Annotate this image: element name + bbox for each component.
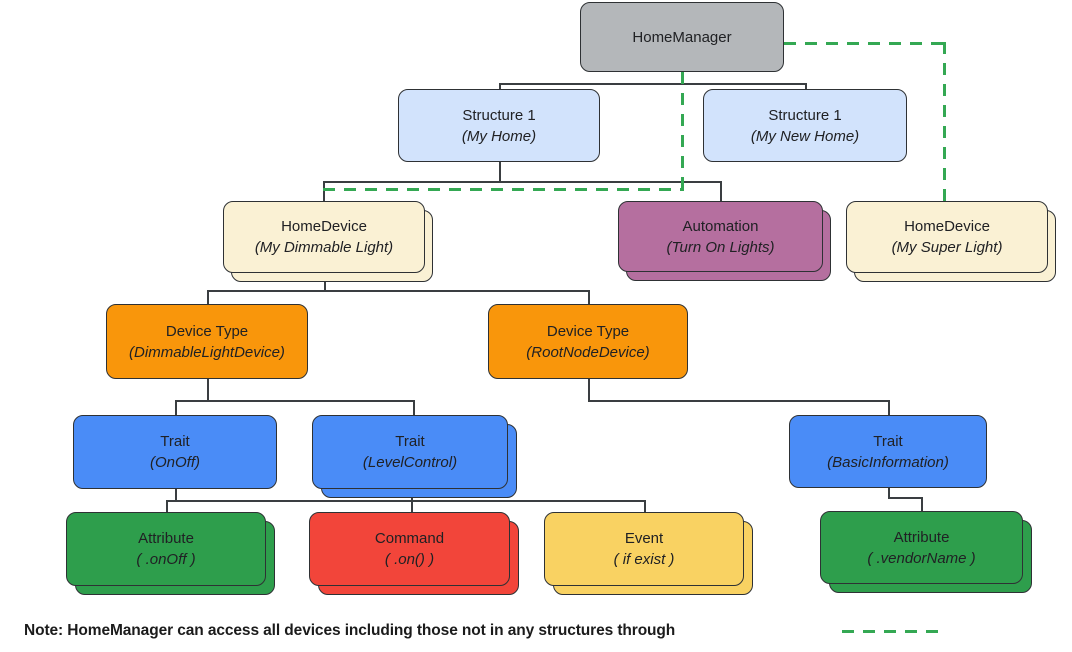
connector-line	[207, 290, 209, 304]
node-subtitle: (My New Home)	[750, 127, 860, 145]
node-title: Command	[374, 530, 445, 547]
node-devicetype-dimmablelightdevice: Device Type (DimmableLightDevice)	[106, 304, 308, 379]
node-title: Structure 1	[768, 106, 842, 124]
connector-line	[888, 497, 923, 499]
connector-line	[411, 496, 413, 512]
connector-line	[588, 379, 590, 402]
connector-line	[921, 497, 923, 512]
dashed-access-line	[323, 188, 684, 191]
node-subtitle: (RootNodeDevice)	[526, 343, 650, 361]
node-title: HomeDevice	[281, 218, 367, 235]
node-devicetype-rootnodedevice: Device Type (RootNodeDevice)	[488, 304, 688, 379]
dashed-access-line	[784, 42, 946, 45]
node-subtitle: (My Super Light)	[891, 239, 1003, 256]
node-subtitle: (My Dimmable Light)	[254, 239, 394, 256]
node-trait-levelcontrol: Trait (LevelControl)	[312, 415, 508, 489]
connector-line	[888, 400, 890, 415]
connector-line	[499, 83, 807, 85]
connector-line	[323, 181, 325, 201]
node-homedevice-my-dimmable-light: HomeDevice (My Dimmable Light)	[223, 201, 425, 273]
connector-line	[588, 400, 890, 402]
connector-line	[166, 500, 646, 502]
connector-line	[644, 500, 646, 512]
node-homemanager: HomeManager	[580, 2, 784, 72]
node-title: Trait	[160, 433, 190, 450]
node-subtitle: ( .onOff )	[136, 551, 196, 568]
connector-line	[888, 488, 890, 499]
connector-line	[499, 83, 501, 90]
connector-line	[499, 162, 501, 182]
node-title: Device Type	[546, 322, 630, 340]
connector-line	[805, 83, 807, 90]
node-automation-turn-on-lights: Automation (Turn On Lights)	[618, 201, 823, 272]
node-subtitle: ( .vendorName )	[867, 549, 976, 567]
node-title: HomeDevice	[904, 218, 990, 235]
connector-line	[207, 379, 209, 402]
connector-line	[175, 400, 415, 402]
node-subtitle: ( .on() )	[384, 551, 435, 568]
node-title: Attribute	[138, 530, 194, 547]
connector-line	[175, 489, 177, 502]
connector-line	[588, 290, 590, 304]
dashed-line-legend-sample	[842, 630, 941, 633]
node-subtitle: (BasicInformation)	[827, 453, 949, 471]
node-title: Attribute	[893, 528, 950, 546]
connector-line	[175, 400, 177, 415]
node-subtitle: (DimmableLightDevice)	[129, 343, 285, 361]
node-title: Structure 1	[462, 106, 536, 124]
node-title: Device Type	[165, 322, 249, 340]
node-title: Trait	[395, 433, 425, 450]
connector-line	[720, 181, 722, 201]
connector-line	[207, 290, 590, 292]
node-trait-basicinformation: Trait (BasicInformation)	[789, 415, 987, 488]
connector-line	[166, 500, 168, 512]
node-title: Event	[624, 530, 664, 547]
connector-line	[323, 181, 722, 183]
node-subtitle: (My Home)	[461, 127, 537, 145]
node-subtitle: ( if exist )	[613, 551, 675, 568]
node-attribute-vendorname: Attribute ( .vendorName )	[820, 511, 1023, 584]
node-trait-onoff: Trait (OnOff)	[73, 415, 277, 489]
dashed-access-line	[943, 42, 946, 201]
node-structure-my-home: Structure 1 (My Home)	[398, 89, 600, 162]
node-subtitle: (OnOff)	[149, 454, 200, 471]
node-title: Trait	[873, 432, 903, 450]
dashed-access-line	[681, 72, 684, 190]
connector-line	[413, 400, 415, 415]
node-homedevice-my-super-light: HomeDevice (My Super Light)	[846, 201, 1048, 273]
connector-line	[324, 281, 326, 292]
footnote-text: Note: HomeManager can access all devices…	[24, 622, 676, 639]
node-command-on: Command ( .on() )	[309, 512, 510, 586]
node-attribute-onoff: Attribute ( .onOff )	[66, 512, 266, 586]
node-title: Automation	[682, 217, 759, 235]
node-event-if-exist: Event ( if exist )	[544, 512, 744, 586]
node-structure-my-new-home: Structure 1 (My New Home)	[703, 89, 907, 162]
node-subtitle: (LevelControl)	[362, 454, 458, 471]
node-subtitle: (Turn On Lights)	[666, 238, 775, 256]
node-title: HomeManager	[632, 28, 732, 46]
